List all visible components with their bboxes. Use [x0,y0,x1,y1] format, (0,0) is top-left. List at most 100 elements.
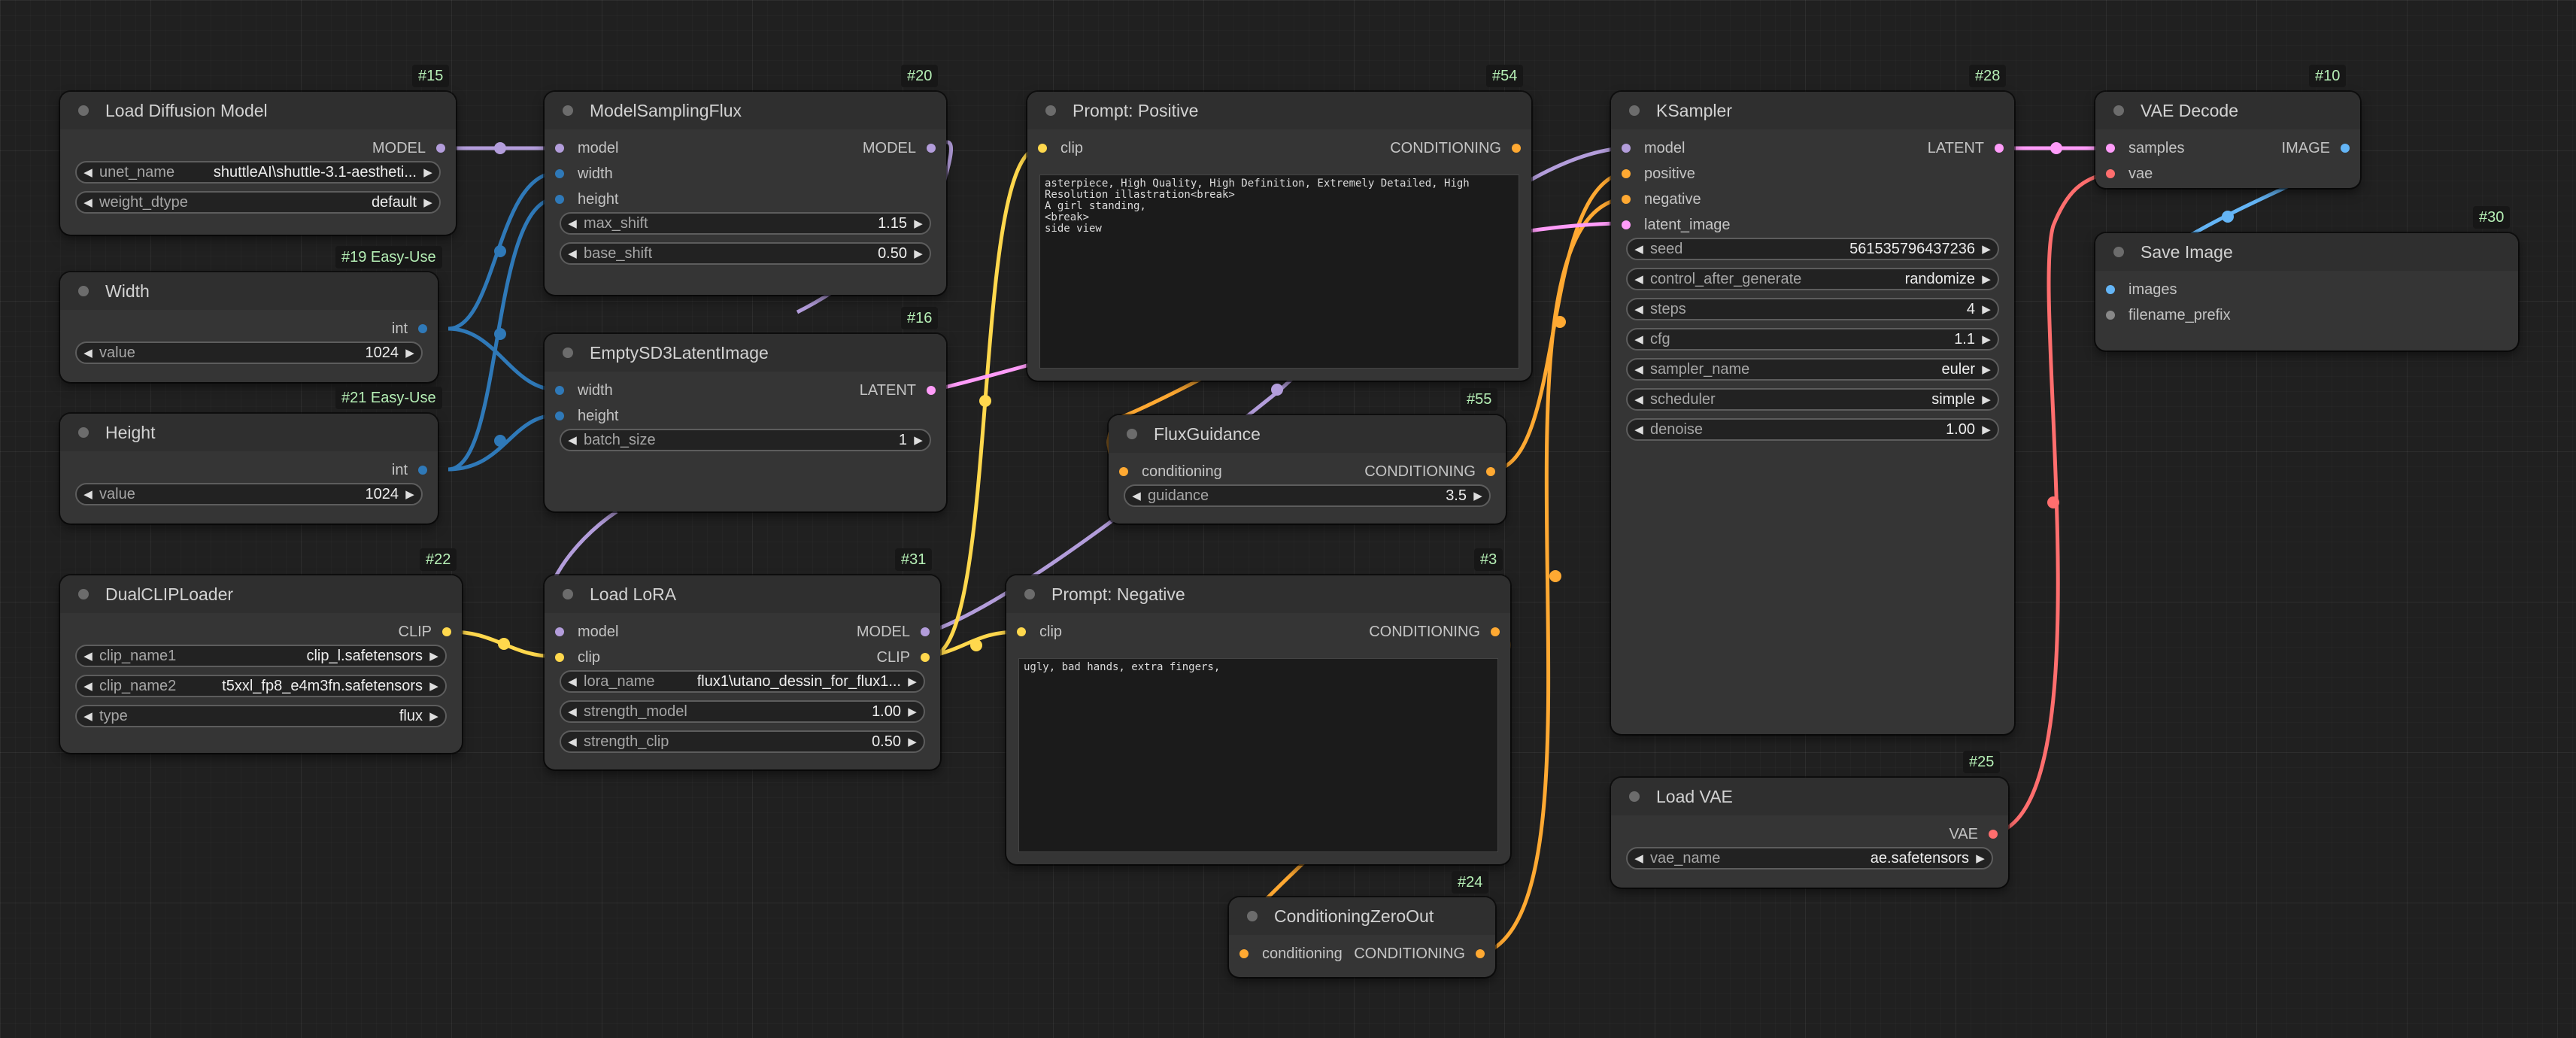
output-slot-model[interactable]: MODEL [857,619,930,645]
widget-unet-name[interactable]: ◀ unet_name shuttleAI\shuttle-3.1-aesthe… [75,161,441,184]
widget-seed[interactable]: ◀ seed 561535796437236 ▶ [1626,238,1999,260]
node-model-sampling-flux[interactable]: ModelSamplingFlux model MODEL width heig… [545,92,946,295]
input-dot[interactable] [555,653,564,662]
triangle-left-icon[interactable]: ◀ [1634,363,1643,376]
triangle-left-icon[interactable]: ◀ [83,710,93,723]
widget-scheduler[interactable]: ◀ scheduler simple ▶ [1626,388,1999,411]
output-slot-model[interactable]: MODEL [863,135,936,161]
triangle-left-icon[interactable]: ◀ [1634,243,1643,256]
triangle-left-icon[interactable]: ◀ [83,488,93,501]
output-dot[interactable] [1995,144,2004,153]
node-status-icon[interactable] [1247,911,1258,921]
triangle-left-icon[interactable]: ◀ [1132,490,1141,502]
input-slot-samples[interactable]: samples [2106,135,2184,161]
input-dot[interactable] [2106,311,2115,320]
output-slot-int[interactable]: int [392,457,427,483]
node-header[interactable]: VAE Decode [2095,92,2360,129]
link-midpoint-dot[interactable] [494,245,506,257]
output-slot-vae[interactable]: VAE [1949,821,1998,847]
node-empty-sd3-latent-image[interactable]: EmptySD3LatentImage width LATENT height … [545,334,946,511]
node-status-icon[interactable] [1629,105,1640,116]
widget-cfg[interactable]: ◀ cfg 1.1 ▶ [1626,328,1999,351]
output-slot-model[interactable]: MODEL [372,135,445,161]
output-dot[interactable] [418,324,427,333]
node-prompt-positive[interactable]: Prompt: Positive clip CONDITIONING aster… [1027,92,1531,381]
widget-value[interactable]: ◀ value 1024 ▶ [75,483,423,505]
output-dot[interactable] [1476,949,1485,958]
output-slot-image[interactable]: IMAGE [2282,135,2350,161]
triangle-right-icon[interactable]: ▶ [429,710,438,723]
node-status-icon[interactable] [78,427,89,438]
triangle-right-icon[interactable]: ▶ [1982,363,1991,376]
node-status-icon[interactable] [1045,105,1056,116]
widget-max-shift[interactable]: ◀ max_shift 1.15 ▶ [560,212,931,235]
output-dot[interactable] [1491,627,1500,636]
widget-steps[interactable]: ◀ steps 4 ▶ [1626,298,1999,320]
triangle-right-icon[interactable]: ▶ [423,196,432,209]
widget-batch-size[interactable]: ◀ batch_size 1 ▶ [560,429,931,451]
triangle-right-icon[interactable]: ▶ [405,488,414,501]
input-slot-height[interactable]: height [555,403,619,429]
widget-strength-clip[interactable]: ◀ strength_clip 0.50 ▶ [560,730,925,753]
link-midpoint-dot[interactable] [1549,570,1561,582]
triangle-left-icon[interactable]: ◀ [568,247,577,260]
input-dot[interactable] [2106,285,2115,294]
input-dot[interactable] [555,195,564,204]
input-dot[interactable] [1622,220,1631,229]
input-slot-clip[interactable]: clip [555,645,600,670]
triangle-left-icon[interactable]: ◀ [1634,423,1643,436]
input-dot[interactable] [555,144,564,153]
triangle-left-icon[interactable]: ◀ [568,706,577,718]
output-dot[interactable] [921,627,930,636]
output-dot[interactable] [1486,467,1495,476]
triangle-right-icon[interactable]: ▶ [908,675,917,688]
node-status-icon[interactable] [563,105,573,116]
node-header[interactable]: Prompt: Positive [1027,92,1531,129]
triangle-right-icon[interactable]: ▶ [908,706,917,718]
node-status-icon[interactable] [78,286,89,296]
input-slot-filename-prefix[interactable]: filename_prefix [2106,302,2231,328]
input-dot[interactable] [1622,169,1631,178]
input-dot[interactable] [1622,195,1631,204]
input-slot-images[interactable]: images [2106,277,2177,302]
input-dot[interactable] [2106,144,2115,153]
node-flux-guidance[interactable]: FluxGuidance conditioning CONDITIONING ◀… [1109,415,1506,524]
output-dot[interactable] [1989,830,1998,839]
link-midpoint-dot[interactable] [498,638,510,650]
triangle-left-icon[interactable]: ◀ [83,196,93,209]
widget-strength-model[interactable]: ◀ strength_model 1.00 ▶ [560,700,925,723]
widget-type[interactable]: ◀ type flux ▶ [75,705,447,727]
widget-clip-name1[interactable]: ◀ clip_name1 clip_l.safetensors ▶ [75,645,447,667]
node-status-icon[interactable] [563,589,573,599]
triangle-right-icon[interactable]: ▶ [914,434,923,447]
output-dot[interactable] [436,144,445,153]
triangle-right-icon[interactable]: ▶ [1982,393,1991,406]
triangle-right-icon[interactable]: ▶ [914,247,923,260]
input-dot[interactable] [555,386,564,395]
input-dot[interactable] [1017,627,1026,636]
node-header[interactable]: Load VAE [1611,778,2008,815]
widget-base-shift[interactable]: ◀ base_shift 0.50 ▶ [560,242,931,265]
node-status-icon[interactable] [78,105,89,116]
triangle-left-icon[interactable]: ◀ [1634,273,1643,286]
input-slot-latent-image[interactable]: latent_image [1622,212,1731,238]
input-dot[interactable] [1119,467,1128,476]
output-dot[interactable] [921,653,930,662]
input-dot[interactable] [555,411,564,420]
link-midpoint-dot[interactable] [1271,384,1283,396]
output-dot[interactable] [442,627,451,636]
link-midpoint-dot[interactable] [2047,496,2059,508]
link-midpoint-dot[interactable] [979,395,991,407]
node-status-icon[interactable] [563,348,573,358]
input-slot-width[interactable]: width [555,378,613,403]
triangle-right-icon[interactable]: ▶ [429,680,438,693]
triangle-left-icon[interactable]: ◀ [1634,303,1643,316]
input-slot-width[interactable]: width [555,161,613,187]
node-width[interactable]: Width int ◀ value 1024 ▶ [60,272,438,382]
node-ksampler[interactable]: KSampler model LATENT positive negative … [1611,92,2014,734]
output-slot-conditioning[interactable]: CONDITIONING [1390,135,1521,161]
node-header[interactable]: FluxGuidance [1109,415,1506,453]
node-header[interactable]: DualCLIPLoader [60,575,462,613]
output-slot-clip[interactable]: CLIP [399,619,451,645]
widget-clip-name2[interactable]: ◀ clip_name2 t5xxl_fp8_e4m3fn.safetensor… [75,675,447,697]
